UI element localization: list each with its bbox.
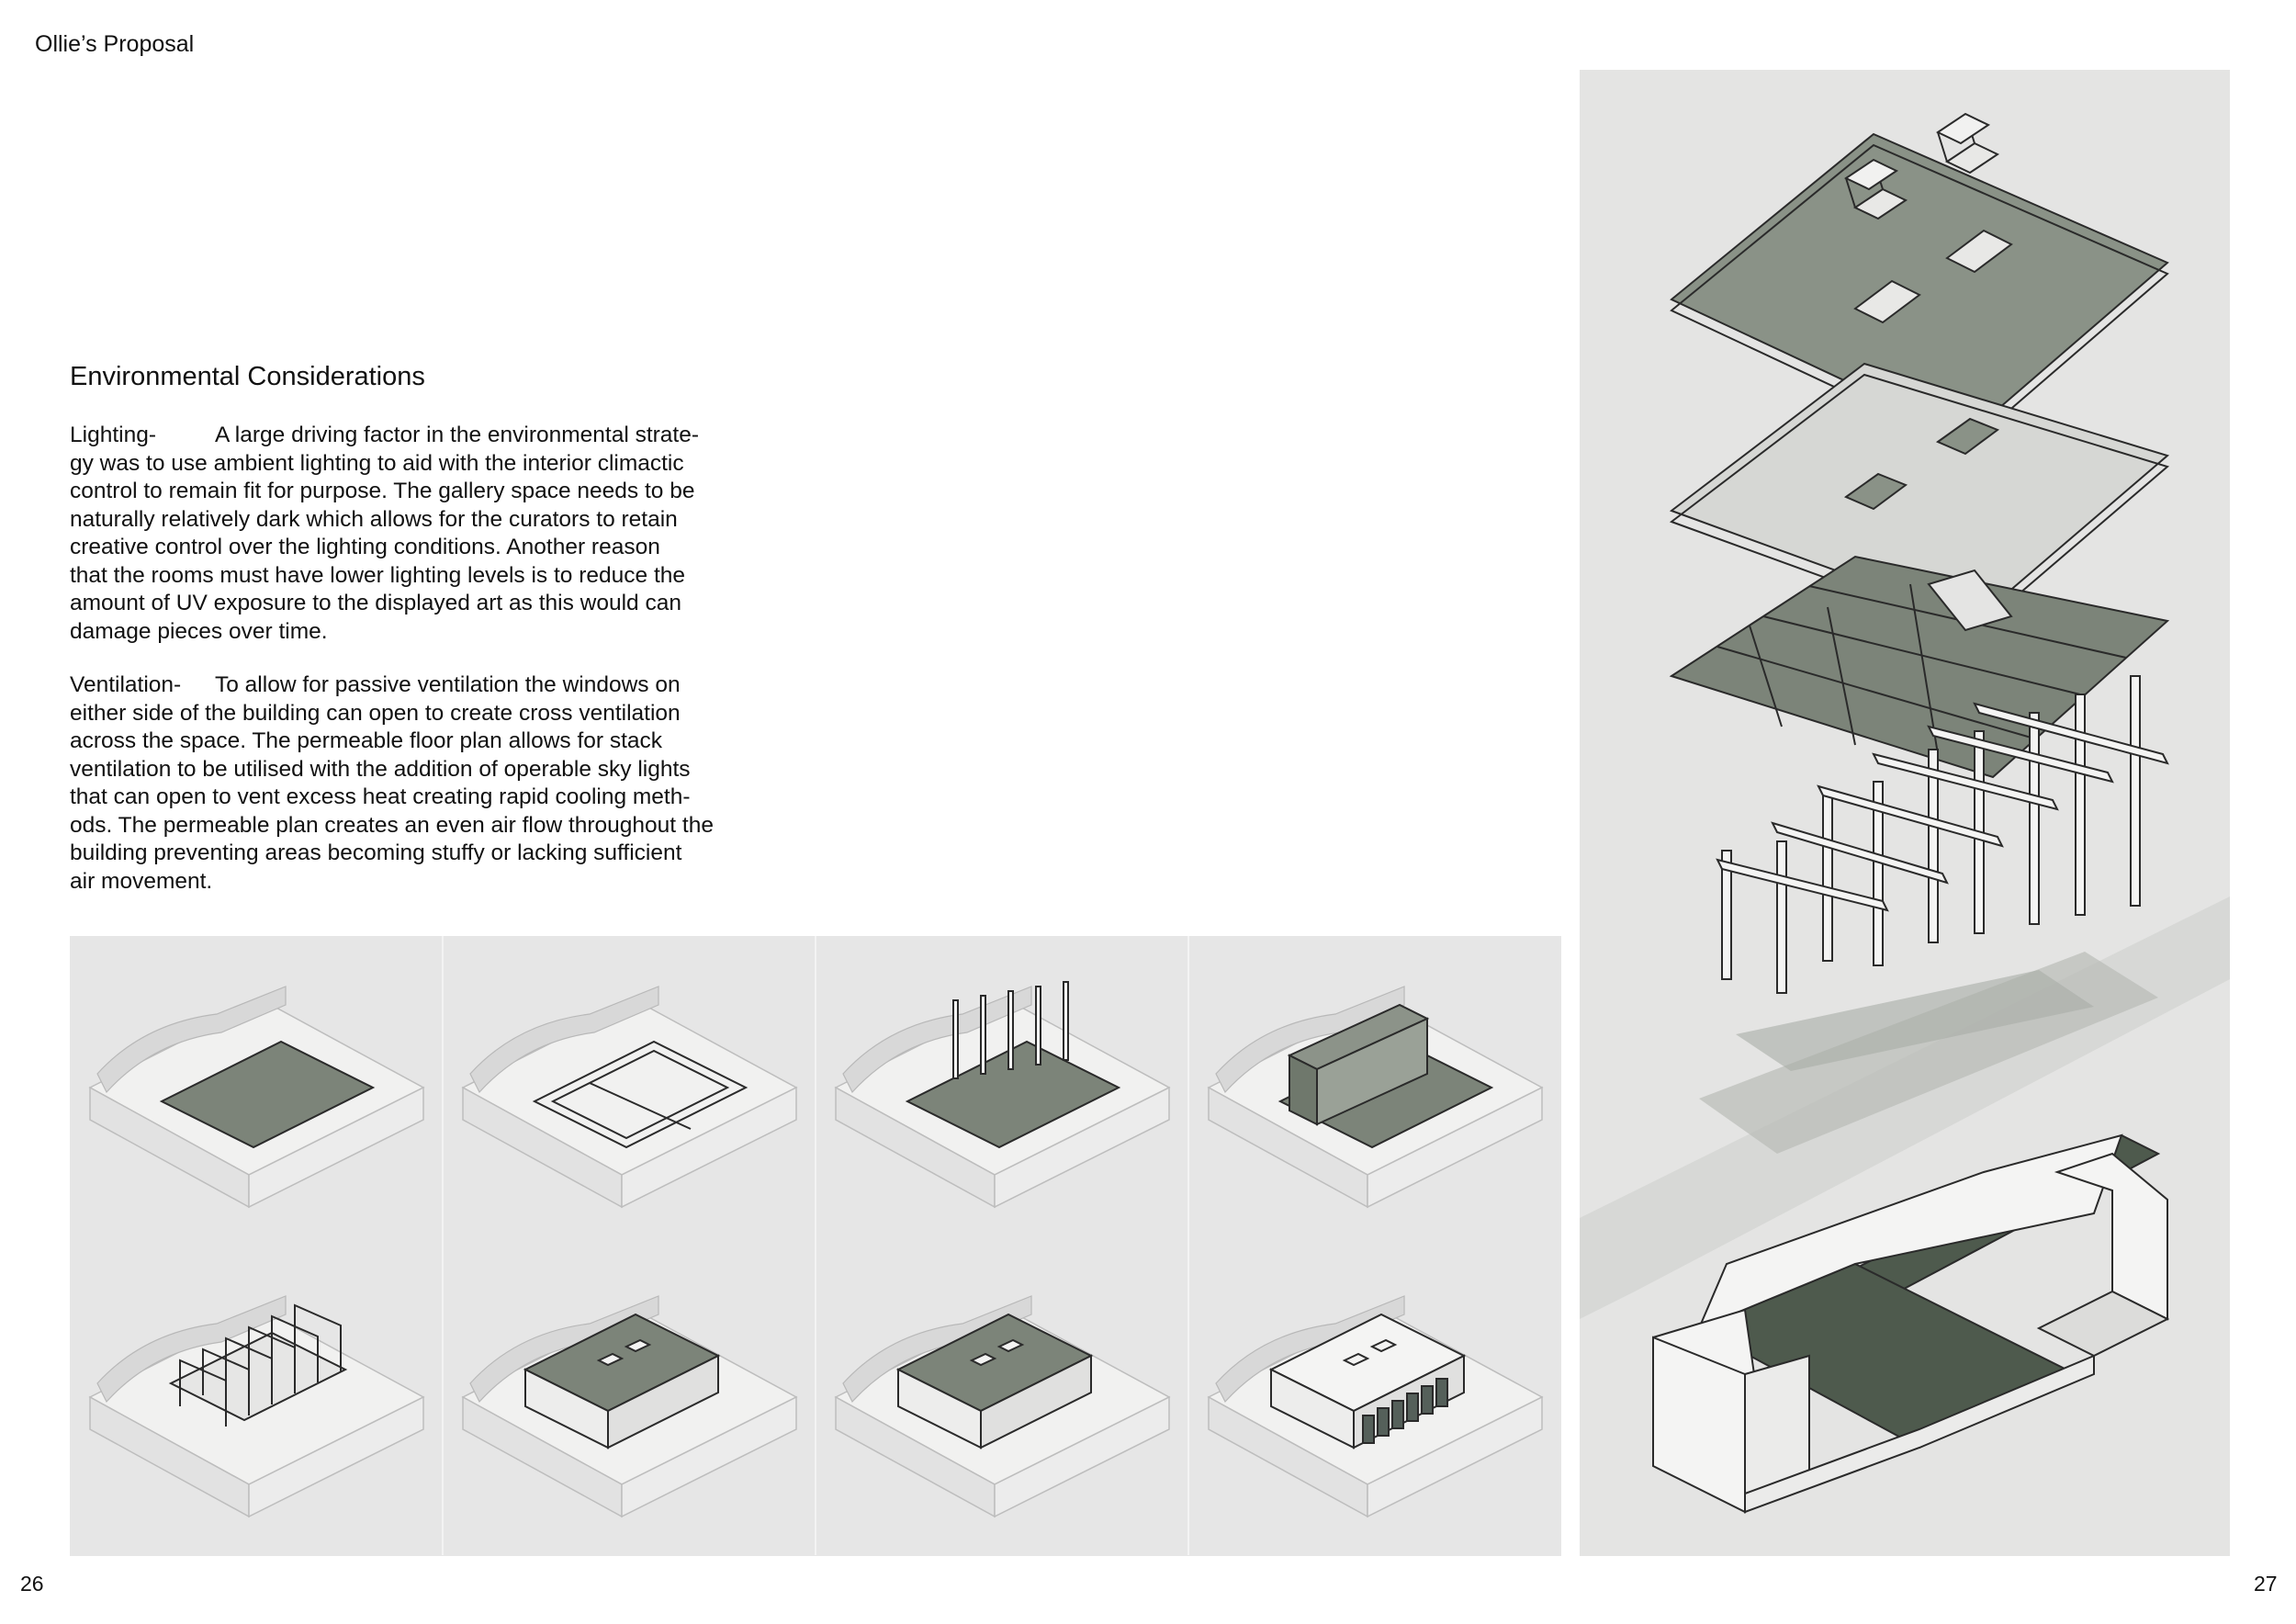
page-number-left: 26 <box>20 1572 44 1596</box>
roof-layer <box>1670 112 2169 450</box>
ventilation-label: Ventilation- <box>70 672 182 697</box>
roof-with-open-skylights-icon <box>815 1246 1171 1555</box>
lighting-label: Lighting- <box>70 423 156 447</box>
header-title: Ollie’s Proposal <box>35 31 195 57</box>
exploded-axonometric-panel <box>1580 70 2230 1556</box>
roof-with-rooflights-icon <box>442 1246 798 1555</box>
ground-floor-layer <box>1652 1133 2170 1514</box>
lighting-text: A large driving factor in the environmen… <box>70 423 700 644</box>
site-with-slab-icon <box>88 986 425 1209</box>
ventilation-paragraph: Ventilation-To allow for passive ventila… <box>70 671 768 896</box>
ventilation-text: To allow for passive ventilation the win… <box>70 672 714 894</box>
completed-building-icon <box>1187 1246 1544 1555</box>
exploded-axonometric-icon <box>1580 112 2230 1514</box>
ground-slab-layer <box>1699 952 2158 1154</box>
construction-sequence-drawing <box>88 936 1544 1555</box>
page-number-right: 27 <box>2254 1572 2278 1596</box>
portal-frames-icon <box>88 1295 425 1518</box>
foundation-frame-icon <box>442 936 798 1246</box>
ground-floor-walls-icon <box>1187 936 1544 1246</box>
lighting-paragraph: Lighting-A large driving factor in the e… <box>70 422 768 646</box>
portal-frames-layer <box>1716 675 2169 994</box>
construction-sequence-grid <box>70 936 1561 1556</box>
section-heading: Environmental Considerations <box>70 362 425 391</box>
floor-with-columns-icon <box>815 936 1171 1246</box>
